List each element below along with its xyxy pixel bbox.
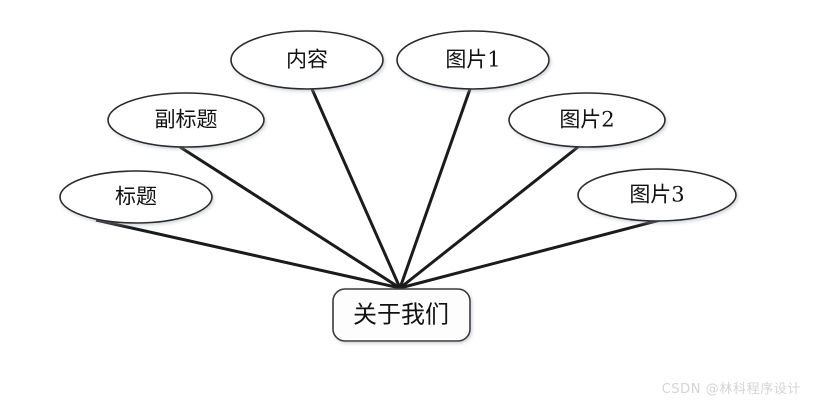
attribute-label-image1: 图片1 (445, 48, 500, 72)
node-group: 标题 副标题 内容 图片1 图片2 图片3 关于我们 (59, 30, 737, 342)
attribute-node-image1[interactable]: 图片1 (396, 30, 550, 90)
entity-label-center: 关于我们 (353, 301, 449, 329)
edge-image1-to-center (398, 88, 472, 289)
ellipse-shape-image2 (508, 92, 666, 148)
ellipse-shape-image1 (396, 30, 550, 90)
entity-node-center[interactable]: 关于我们 (332, 288, 471, 342)
edge-image3-to-center (399, 217, 665, 290)
attribute-label-subtitle: 副标题 (155, 108, 218, 132)
attribute-node-subtitle[interactable]: 副标题 (107, 92, 265, 148)
edge-image2-to-center (399, 145, 579, 290)
edge-group (95, 88, 665, 290)
ellipse-shape-subtitle (107, 92, 265, 148)
edge-content-to-center (310, 88, 402, 289)
attribute-node-image2[interactable]: 图片2 (508, 92, 666, 148)
ellipse-shape-content (230, 30, 384, 90)
attribute-label-image2: 图片2 (559, 108, 614, 132)
attribute-label-title: 标题 (115, 185, 157, 209)
attribute-node-image3[interactable]: 图片3 (577, 168, 737, 222)
csdn-watermark: CSDN @林科程序设计 (661, 382, 801, 397)
attribute-label-content: 内容 (286, 48, 328, 72)
attribute-node-content[interactable]: 内容 (230, 30, 384, 90)
attribute-node-title[interactable]: 标题 (59, 170, 213, 224)
attribute-label-image3: 图片3 (629, 183, 684, 207)
ellipse-shape-title (59, 170, 213, 224)
edge-title-to-center (95, 218, 401, 290)
ellipse-shape-image3 (577, 168, 737, 222)
edge-subtitle-to-center (179, 145, 401, 290)
entity-rect-shape (332, 288, 471, 342)
